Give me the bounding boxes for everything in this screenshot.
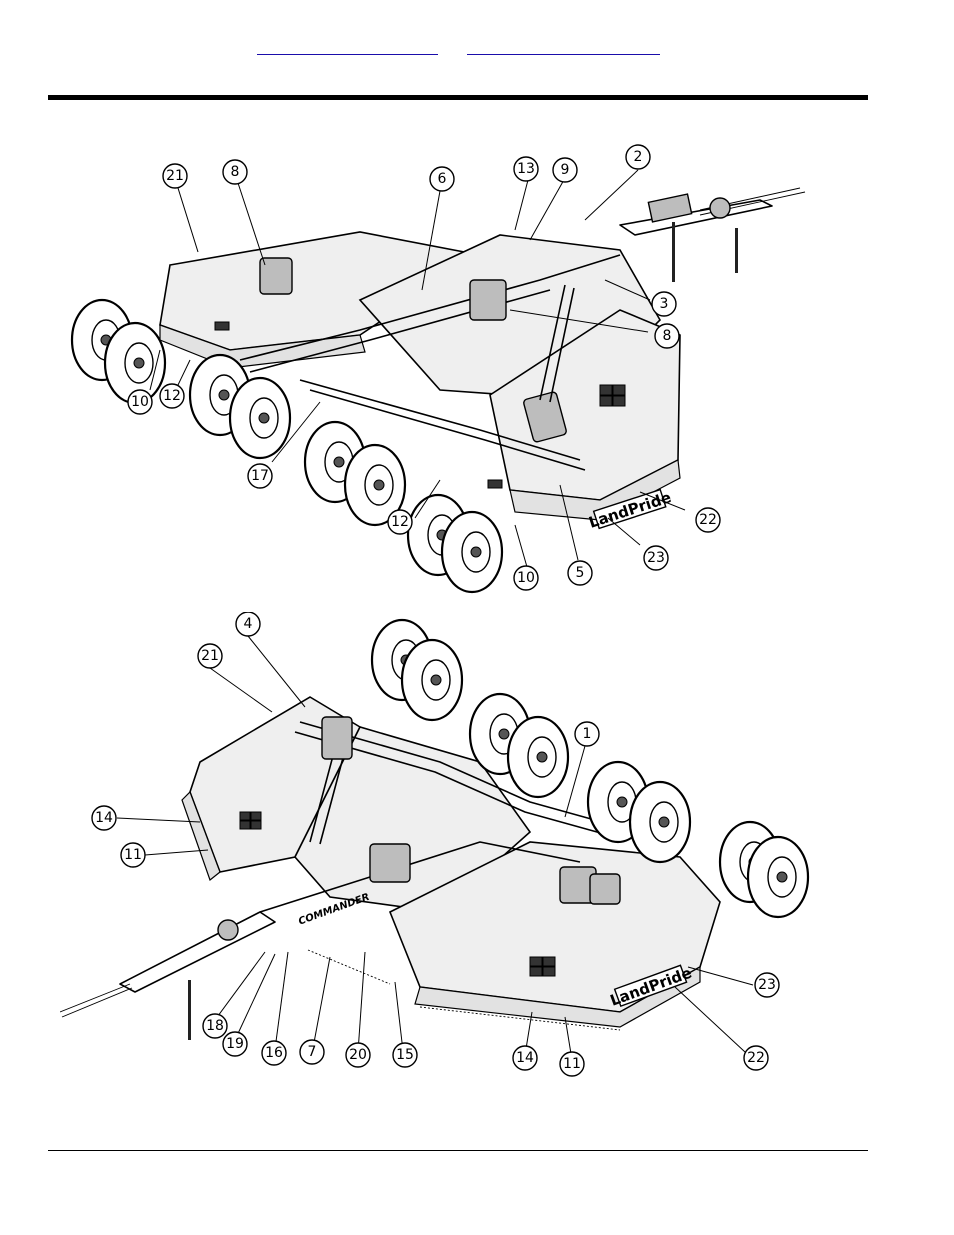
callout-7: 7 [299,1039,325,1065]
svg-text:6: 6 [438,171,447,187]
svg-text:21: 21 [166,168,184,184]
mower-illustration-front: LandPride COMMANDER [60,618,810,1040]
callout-6: 6 [429,166,455,192]
callout-14: 14 [512,1045,538,1071]
svg-text:22: 22 [699,512,717,528]
callout-23: 23 [754,972,780,998]
callout-12: 12 [387,509,413,535]
svg-text:4: 4 [244,616,253,632]
header-link-left[interactable] [257,40,438,55]
svg-text:11: 11 [124,847,142,863]
callout-3: 3 [651,291,677,317]
svg-text:16: 16 [265,1045,283,1061]
callout-21: 21 [197,643,223,669]
callout-21: 21 [162,163,188,189]
svg-text:12: 12 [391,514,409,530]
callout-10: 10 [127,389,153,415]
header-rule [48,95,868,100]
callout-5: 5 [567,560,593,586]
svg-text:18: 18 [206,1018,224,1034]
callout-13: 13 [513,156,539,182]
callout-4: 4 [235,612,261,637]
callout-8: 8 [654,323,680,349]
header-link-right[interactable] [467,40,660,55]
svg-text:8: 8 [663,328,672,344]
svg-text:14: 14 [95,810,113,826]
svg-text:3: 3 [660,296,669,312]
svg-text:10: 10 [131,394,149,410]
callout-17: 17 [247,463,273,489]
decal-diagram-rear-view: LandPride [70,144,806,594]
callout-20: 20 [345,1042,371,1068]
svg-text:13: 13 [517,161,535,177]
leader-lines [116,635,754,1061]
svg-text:12: 12 [163,388,181,404]
callout-19: 19 [222,1031,248,1057]
decal-patch [239,811,556,977]
wheels [370,618,810,919]
callout-9: 9 [552,157,578,183]
callout-12: 12 [159,383,185,409]
svg-text:10: 10 [517,570,535,586]
svg-text:2: 2 [634,149,643,165]
callout-2: 2 [625,144,651,170]
svg-text:21: 21 [201,648,219,664]
callout-16: 16 [261,1040,287,1066]
svg-text:8: 8 [231,164,240,180]
svg-text:1: 1 [583,726,592,742]
svg-text:11: 11 [563,1056,581,1072]
footer-rule [48,1150,868,1151]
callout-22: 22 [695,507,721,533]
mower-illustration-rear: LandPride [70,187,806,594]
callout-11: 11 [120,842,146,868]
callout-18: 18 [202,1013,228,1039]
callout-15: 15 [392,1042,418,1068]
decal-diagram-front-view: LandPride COMMANDER [60,612,810,1077]
leader-lines [149,169,686,568]
callout-11: 11 [559,1051,585,1077]
callout-23: 23 [643,545,669,571]
svg-text:9: 9 [561,162,570,178]
svg-text:23: 23 [647,550,665,566]
svg-text:23: 23 [758,977,776,993]
callout-22: 22 [743,1045,769,1071]
svg-text:17: 17 [251,468,269,484]
callout-14: 14 [91,805,117,831]
svg-text:7: 7 [308,1044,317,1060]
svg-text:14: 14 [516,1050,534,1066]
svg-text:5: 5 [576,565,585,581]
callout-8: 8 [222,159,248,185]
decal-patch [599,384,626,407]
svg-text:22: 22 [747,1050,765,1066]
callout-1: 1 [574,721,600,747]
svg-text:19: 19 [226,1036,244,1052]
svg-text:15: 15 [396,1047,414,1063]
wheels [70,298,504,594]
svg-text:20: 20 [349,1047,367,1063]
callout-10: 10 [513,565,539,591]
